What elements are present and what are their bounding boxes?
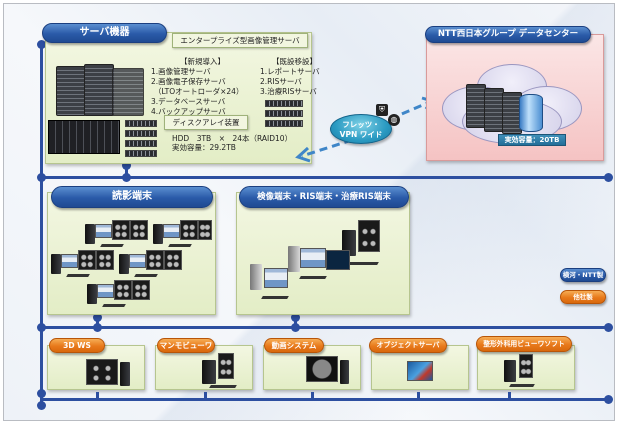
bus-node — [604, 323, 613, 332]
disk-unit-icon — [125, 130, 157, 137]
firewall-icon: ⛨ — [376, 104, 388, 116]
new-install-heading: 【新規導入】 — [180, 57, 225, 66]
disk-unit-icon — [125, 150, 157, 157]
existing-migration-heading: 【既設移設】 — [272, 57, 317, 66]
reading-workstations-image — [49, 216, 214, 311]
system-link — [417, 392, 420, 398]
system-label-ortho-viewer: 整形外科用ビューワソフト — [476, 336, 572, 352]
disk-array-label: ディスクアレイ装置 — [164, 115, 248, 130]
object-server-monitor-image — [407, 361, 433, 381]
mammo-monitor-image — [218, 353, 234, 379]
new-install-item: 2.画像電子保存サーバ — [151, 77, 226, 86]
bus-line-3 — [40, 398, 608, 401]
ortho-monitor-image — [519, 354, 533, 378]
new-install-item: 4.バックアップサーバ — [151, 107, 226, 116]
bus-node — [122, 173, 131, 182]
ortho-tower-image — [504, 360, 516, 382]
disk-unit-icon — [125, 140, 157, 147]
bus-node — [93, 313, 102, 322]
bus-node — [291, 323, 300, 332]
bus-node — [291, 313, 300, 322]
system-link — [508, 392, 511, 398]
new-install-item: 1.画像管理サーバ — [151, 67, 211, 76]
mammo-keyboard-image — [209, 385, 237, 388]
diagram-canvas: サーバ機器 エンタープライズ型画像管理サーバ 【新規導入】 1.画像管理サーバ … — [3, 3, 615, 421]
enterprise-server-label: エンタープライズ型画像管理サーバ — [172, 33, 308, 48]
new-install-item: 3.データベースサーバ — [151, 97, 226, 106]
system-label-mammo: マンモビューワ — [157, 338, 215, 353]
arrowhead — [295, 146, 311, 163]
bus-node — [122, 161, 131, 170]
server-section-title: サーバ機器 — [42, 23, 167, 43]
server-rack-image — [52, 64, 147, 119]
system-link — [96, 392, 99, 398]
vpn-label-line2: VPN ワイド — [339, 130, 383, 139]
server-unit-icon — [265, 110, 303, 117]
vpn-label-line1: フレッツ・ — [342, 120, 380, 129]
globe-icon: ◍ — [388, 114, 400, 126]
datacenter-title: NTT西日本グループ データセンター — [425, 26, 591, 43]
system-link — [204, 392, 207, 398]
bus-node — [37, 173, 46, 182]
server-unit-icon — [265, 100, 303, 107]
bus-node — [93, 323, 102, 332]
video-tower-image — [340, 360, 349, 384]
system-label-object-server: オブジェクトサーバ — [369, 338, 447, 353]
bus-node — [604, 395, 613, 404]
arrow-to-server — [301, 138, 353, 158]
inspection-link — [294, 316, 297, 328]
bus-line-2 — [40, 326, 608, 329]
video-monitor-image — [306, 356, 338, 382]
bus-node — [604, 173, 613, 182]
bus-node — [37, 401, 46, 410]
reading-terminal-title: 読影端末 — [51, 186, 213, 208]
disk-unit-icon — [125, 120, 157, 127]
legend-third-party: 他社製 — [560, 290, 606, 304]
ortho-keyboard-image — [509, 384, 535, 387]
mammo-tower-image — [202, 360, 216, 384]
new-install-item: （LTOオートローダ×24） — [154, 87, 244, 96]
system-label-video: 動画システム — [264, 338, 324, 353]
bus-node — [37, 389, 46, 398]
legend-in-house: 横河・NTT製 — [560, 268, 606, 282]
blade-chassis-image — [48, 120, 120, 154]
existing-migration-item: 2.RISサーバ — [260, 77, 302, 86]
3dws-workstation-image — [86, 359, 118, 385]
system-label-3dws: 3D WS — [49, 338, 105, 353]
datacenter-capacity: 実効容量：20TB — [498, 134, 566, 146]
disk-capacity: 実効容量：29.2TB — [172, 143, 236, 152]
bus-node — [37, 323, 46, 332]
existing-migration-item: 1.レポートサーバ — [260, 67, 320, 76]
reading-link — [96, 316, 99, 328]
datacenter-rack-icon — [466, 84, 486, 128]
inspection-workstations-image — [244, 216, 404, 311]
bus-line-1 — [40, 176, 608, 179]
vpn-cloud: フレッツ・ VPN ワイド — [330, 114, 392, 144]
bus-node — [37, 40, 46, 49]
inspection-terminal-title: 検像端末・RIS端末・治療RIS端末 — [239, 186, 409, 208]
datacenter-rack-icon — [484, 88, 504, 132]
disk-spec: HDD 3TB × 24本（RAID10） — [172, 134, 293, 143]
system-link — [311, 392, 314, 398]
server-unit-icon — [265, 120, 303, 127]
main-vertical-bus — [40, 44, 43, 404]
3dws-tower-image — [120, 362, 130, 386]
storage-cylinder-icon — [519, 94, 543, 132]
server-link — [125, 164, 128, 178]
existing-migration-item: 3.治療RISサーバ — [260, 87, 317, 96]
